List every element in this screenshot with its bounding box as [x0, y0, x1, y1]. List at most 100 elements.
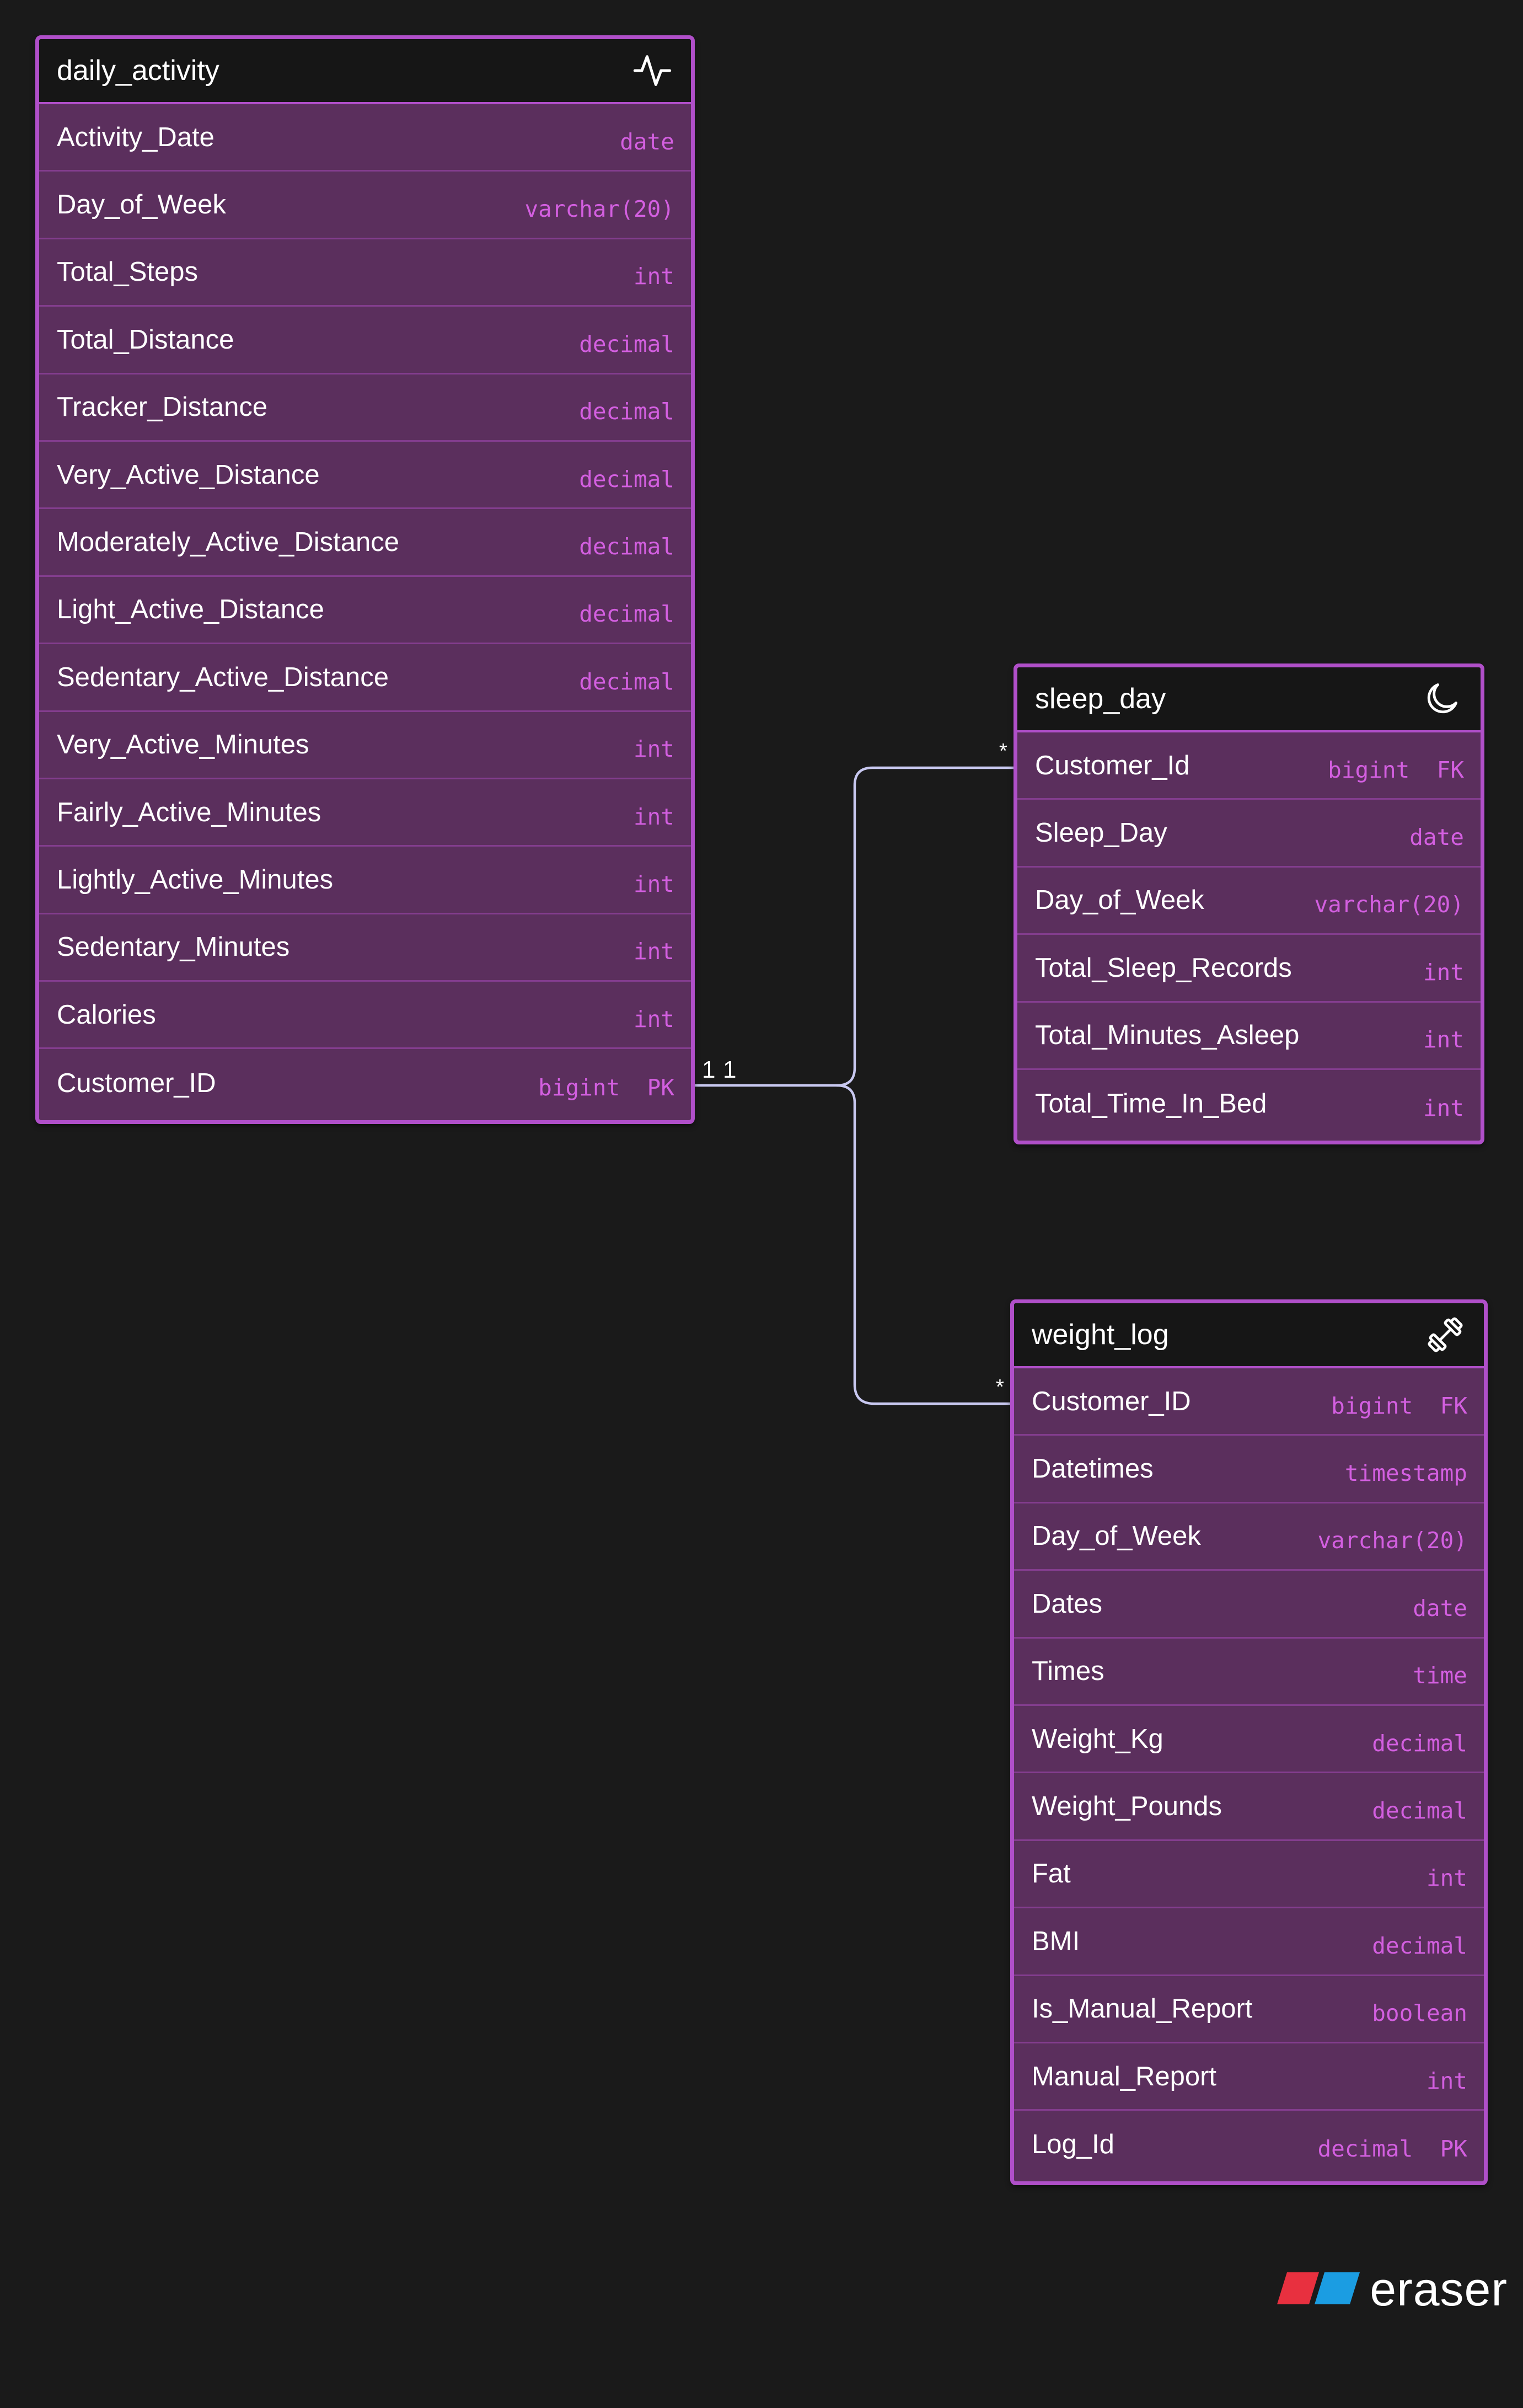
field-name: Customer_ID [1032, 1386, 1191, 1416]
field-type: date [1413, 1594, 1467, 1622]
field-row[interactable]: Sedentary_Minutes int [39, 914, 691, 982]
field-row[interactable]: Very_Active_Minutes int [39, 712, 691, 779]
entity-header[interactable]: sleep_day [1017, 667, 1481, 732]
field-name: Is_Manual_Report [1032, 1994, 1253, 2024]
field-type: bigint FK [1328, 756, 1464, 783]
field-type: varchar(20) [524, 196, 674, 223]
field-name: Total_Distance [57, 324, 234, 355]
field-name: Total_Sleep_Records [1035, 953, 1292, 983]
field-row[interactable]: Day_of_Week varchar(20) [39, 172, 691, 239]
field-row[interactable]: Customer_Id bigint FK [1017, 732, 1481, 800]
field-type: int [1426, 1865, 1467, 1892]
field-name: Weight_Kg [1032, 1724, 1163, 1754]
field-row[interactable]: Customer_ID bigint PK [39, 1049, 691, 1116]
field-name: Log_Id [1032, 2129, 1114, 2160]
entity-title: daily_activity [57, 55, 219, 87]
field-row[interactable]: Sleep_Day date [1017, 800, 1481, 868]
eraser-brand[interactable]: eraser [1277, 2262, 1508, 2317]
field-row[interactable]: Very_Active_Distance decimal [39, 442, 691, 510]
field-name: Sedentary_Active_Distance [57, 662, 389, 692]
field-row[interactable]: Total_Sleep_Records int [1017, 935, 1481, 1003]
field-name: Moderately_Active_Distance [57, 527, 399, 558]
field-name: Very_Active_Minutes [57, 730, 309, 760]
field-name: Dates [1032, 1588, 1103, 1619]
field-row[interactable]: Sedentary_Active_Distance decimal [39, 644, 691, 712]
field-type: date [620, 128, 674, 155]
entity-title: weight_log [1032, 1319, 1169, 1351]
field-row[interactable]: Lightly_Active_Minutes int [39, 847, 691, 914]
field-name: Fat [1032, 1859, 1071, 1889]
field-name: Fairly_Active_Minutes [57, 797, 321, 827]
field-row[interactable]: Calories int [39, 982, 691, 1050]
field-row[interactable]: Tracker_Distance decimal [39, 374, 691, 442]
entity-sleep-day[interactable]: sleep_day Customer_Id bigint FK Sleep_Da… [1013, 663, 1484, 1144]
activity-pulse-icon [630, 49, 674, 93]
field-type: int [1423, 1026, 1464, 1053]
connector-daily-activity-to-sleep-day [690, 766, 1017, 1087]
field-name: Day_of_Week [57, 190, 226, 220]
field-name: Total_Minutes_Asleep [1035, 1020, 1300, 1051]
cardinality-label-one: 1 [702, 1056, 716, 1083]
field-type: int [1423, 959, 1464, 986]
field-name: Customer_Id [1035, 750, 1190, 780]
entity-weight-log[interactable]: weight_log Customer_ID bigint FK Datetim… [1010, 1299, 1488, 2185]
field-row[interactable]: Moderately_Active_Distance decimal [39, 509, 691, 577]
field-name: Manual_Report [1032, 2061, 1217, 2091]
entity-daily-activity[interactable]: daily_activity Activity_Date date Day_of… [35, 35, 695, 1124]
field-name: Customer_ID [57, 1068, 216, 1098]
field-type: int [633, 736, 674, 763]
field-row[interactable]: Weight_Kg decimal [1014, 1706, 1484, 1774]
field-type: bigint PK [538, 1074, 674, 1101]
field-row[interactable]: Fat int [1014, 1841, 1484, 1909]
field-row[interactable]: Day_of_Week varchar(20) [1017, 868, 1481, 935]
field-type: int [633, 1005, 674, 1032]
field-type: decimal [579, 330, 674, 357]
field-row[interactable]: Activity_Date date [39, 104, 691, 172]
field-type: int [1423, 1095, 1464, 1122]
field-type: boolean [1372, 2000, 1467, 2027]
field-row[interactable]: Total_Distance decimal [39, 307, 691, 374]
field-name: Calories [57, 999, 156, 1030]
field-row[interactable]: Weight_Pounds decimal [1014, 1773, 1484, 1841]
field-row[interactable]: Fairly_Active_Minutes int [39, 779, 691, 847]
cardinality-label-one: 1 [723, 1056, 737, 1083]
field-name: Activity_Date [57, 122, 214, 152]
entity-header[interactable]: weight_log [1014, 1303, 1484, 1368]
entity-header[interactable]: daily_activity [39, 39, 691, 104]
field-name: Datetimes [1032, 1454, 1154, 1484]
field-name: Sleep_Day [1035, 818, 1167, 848]
field-row[interactable]: Is_Manual_Report boolean [1014, 1976, 1484, 2043]
field-type: decimal [579, 398, 674, 425]
field-type: decimal [579, 465, 674, 493]
field-type: decimal PK [1317, 2136, 1467, 2163]
field-row[interactable]: Light_Active_Distance decimal [39, 577, 691, 645]
field-name: Total_Steps [57, 257, 199, 287]
field-type: decimal [579, 601, 674, 628]
eraser-logo-icon [1277, 2272, 1360, 2307]
field-row[interactable]: Day_of_Week varchar(20) [1014, 1503, 1484, 1571]
field-name: Lightly_Active_Minutes [57, 864, 334, 895]
field-type: decimal [1372, 1730, 1467, 1757]
field-name: Tracker_Distance [57, 392, 268, 422]
field-type: date [1409, 824, 1464, 851]
field-type: varchar(20) [1314, 891, 1464, 918]
field-type: timestamp [1344, 1460, 1467, 1487]
field-row[interactable]: Times time [1014, 1639, 1484, 1706]
field-name: Sedentary_Minutes [57, 932, 290, 962]
field-row[interactable]: BMI decimal [1014, 1908, 1484, 1976]
field-row[interactable]: Total_Minutes_Asleep int [1017, 1003, 1481, 1070]
field-name: Day_of_Week [1035, 885, 1204, 916]
field-row[interactable]: Datetimes timestamp [1014, 1436, 1484, 1503]
field-row[interactable]: Log_Id decimal PK [1014, 2111, 1484, 2178]
field-type: decimal [579, 533, 674, 560]
field-row[interactable]: Total_Steps int [39, 239, 691, 307]
field-row[interactable]: Total_Time_In_Bed int [1017, 1070, 1481, 1137]
field-row[interactable]: Customer_ID bigint FK [1014, 1368, 1484, 1436]
cardinality-label-many: * [996, 1376, 1004, 1399]
moon-icon [1420, 677, 1464, 721]
field-name: Day_of_Week [1032, 1521, 1201, 1551]
field-type: decimal [579, 668, 674, 695]
field-row[interactable]: Dates date [1014, 1571, 1484, 1639]
field-row[interactable]: Manual_Report int [1014, 2043, 1484, 2111]
brand-name: eraser [1370, 2263, 1508, 2316]
